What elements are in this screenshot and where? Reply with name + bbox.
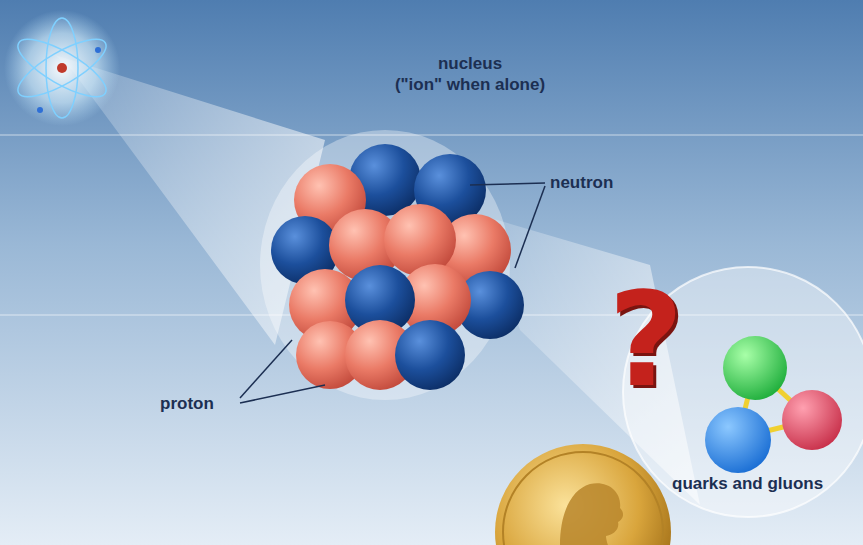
nucleus-subheading: ("ion" when alone) [395,75,545,95]
nobel-medal [495,444,671,545]
question-mark: ? [608,275,683,405]
part-label: quarks and gluons [672,474,823,494]
part-label: neutron [550,173,613,193]
nucleus-heading: nucleus [438,54,502,74]
part-label: proton [160,394,214,414]
